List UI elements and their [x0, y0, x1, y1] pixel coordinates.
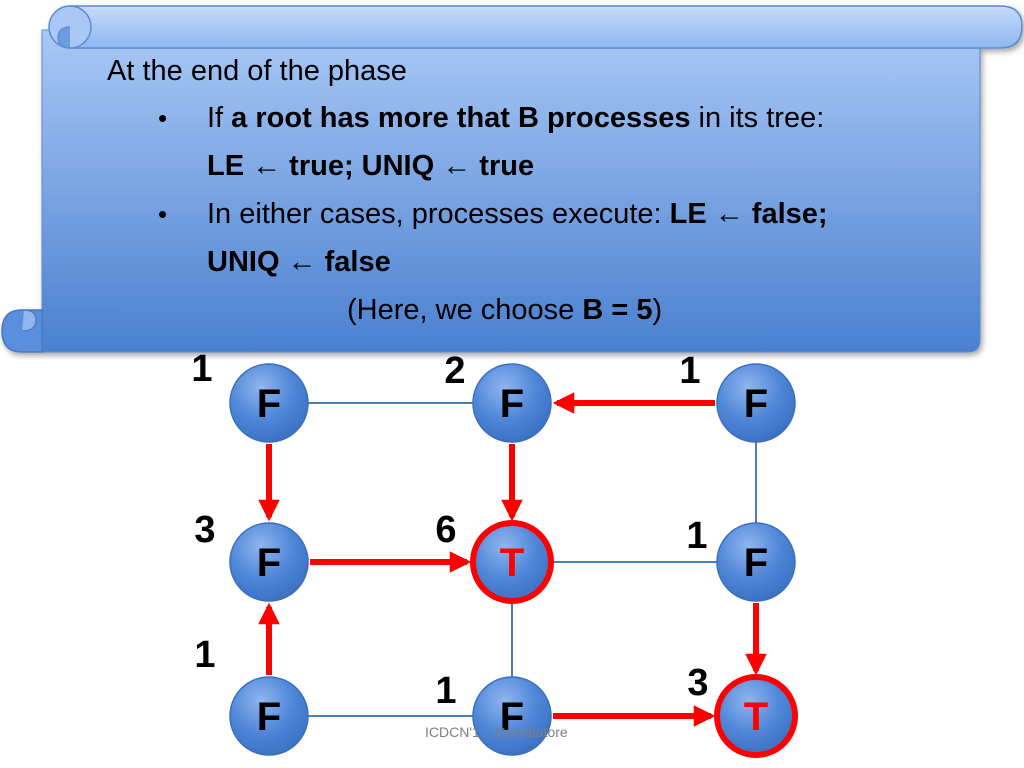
node-label: T	[744, 695, 768, 739]
process-node: F	[716, 522, 796, 602]
bullet1-line2: LE ← true; UNIQ ← true	[207, 150, 535, 182]
node-circle	[229, 676, 309, 756]
process-node: F	[229, 522, 309, 602]
node-label: T	[500, 541, 524, 585]
note-pre: (Here, we choose	[347, 294, 583, 326]
bullet2-line2: UNIQ ← false	[207, 246, 391, 278]
process-node: F	[229, 676, 309, 756]
process-node: F	[716, 363, 796, 443]
node-circle	[470, 520, 554, 604]
scroll-heading: At the end of the phase	[107, 55, 407, 87]
footer-text: ICDCN'1... Coimbatore	[425, 724, 568, 740]
bullet-marker: •	[158, 103, 168, 133]
node-circle	[229, 522, 309, 602]
scroll-text: At the end of the phase • If a root has …	[0, 0, 1024, 360]
counts-layer: 1 2 1 3 6 1 1 1 3	[191, 348, 708, 712]
subtree-count: 1	[191, 348, 212, 390]
node-label: F	[257, 695, 281, 739]
subtree-count: 1	[686, 515, 707, 557]
subtree-count: 3	[194, 509, 215, 551]
node-circle	[716, 522, 796, 602]
root-node: T	[470, 520, 554, 604]
nodes-layer: F F F F T F F F T	[229, 363, 798, 758]
node-circle	[472, 676, 552, 756]
bullet1-bold: a root has more that B processes	[231, 102, 691, 134]
bullet1-pre: If	[207, 102, 232, 134]
note-bold: B = 5	[582, 294, 653, 326]
subtree-count: 1	[435, 670, 456, 712]
subtree-count: 1	[679, 350, 700, 392]
subtree-count: 3	[687, 662, 708, 704]
scroll-banner: At the end of the phase • If a root has …	[0, 0, 1024, 360]
subtree-count: 1	[194, 634, 215, 676]
node-circle	[229, 363, 309, 443]
node-label: F	[257, 541, 281, 585]
node-label: F	[500, 695, 524, 739]
process-node: F	[472, 363, 552, 443]
node-circle	[714, 674, 798, 758]
bullet2-line1: In either cases, processes execute: LE ←…	[207, 190, 828, 238]
root-node: T	[714, 674, 798, 758]
subtree-count: 6	[435, 509, 456, 551]
bullet-marker: •	[158, 199, 168, 229]
node-label: F	[500, 382, 524, 426]
node-circle	[472, 363, 552, 443]
node-label: F	[744, 382, 768, 426]
process-node: F	[472, 676, 552, 756]
scroll-shape	[1, 5, 1023, 353]
bullet2-bold: LE ← false;	[669, 198, 828, 230]
choice-note: (Here, we choose B = 5)	[347, 286, 662, 334]
bullet1-line1: If a root has more that B processes in i…	[207, 94, 824, 142]
node-label: F	[257, 382, 281, 426]
bullet1-post: in its tree:	[690, 102, 825, 134]
process-node: F	[229, 363, 309, 443]
subtree-count: 2	[444, 350, 465, 392]
arrows-layer	[258, 392, 767, 727]
node-circle	[716, 363, 796, 443]
node-label: F	[744, 541, 768, 585]
bullet2-pre: In either cases, processes execute:	[207, 198, 670, 230]
note-post: )	[652, 294, 663, 326]
